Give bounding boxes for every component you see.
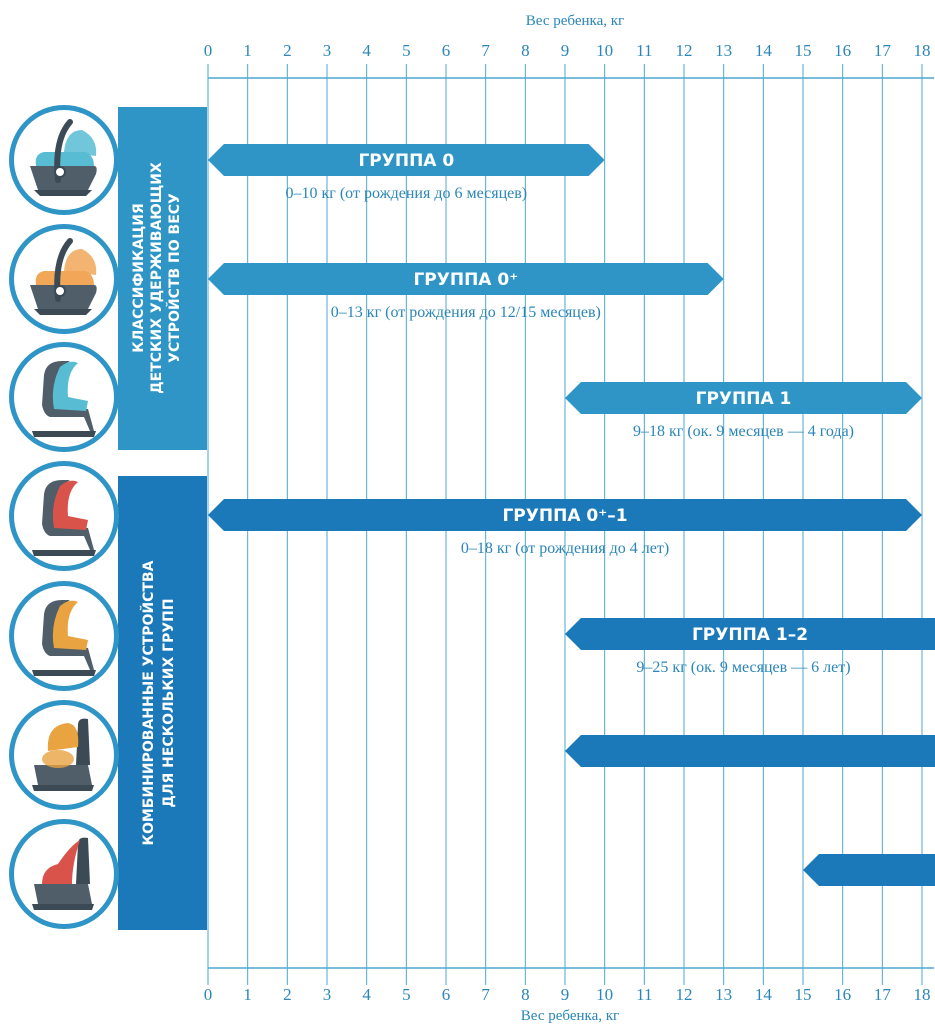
bottom-tick-label: 9 — [561, 985, 570, 1004]
seat-teal-icon — [9, 342, 119, 452]
bottom-tick-label: 11 — [636, 985, 652, 1004]
group-title: ГРУППА 0 — [358, 151, 454, 171]
bottom-tick-label: 1 — [243, 985, 252, 1004]
top-axis-label: Вес ребенка, кг — [526, 13, 624, 29]
group-bar-g12 — [565, 618, 935, 650]
bottom-tick-label: 7 — [481, 985, 490, 1004]
top-tick-label: 3 — [323, 41, 332, 60]
section-label-classification: КЛАССИФИКАЦИЯ ДЕТСКИХ УДЕРЖИВАЮЩИХ УСТРО… — [131, 162, 183, 394]
bottom-axis-label: Вес ребенка, кг — [521, 1008, 619, 1024]
bottom-tick-label: 8 — [521, 985, 530, 1004]
top-tick-label: 6 — [442, 41, 451, 60]
top-tick-label: 15 — [795, 41, 812, 60]
bottom-tick-label: 13 — [715, 985, 732, 1004]
group-range-text: 9–25 кг (ок. 9 месяцев — 6 лет) — [636, 659, 850, 676]
top-tick-label: 13 — [715, 41, 732, 60]
seat-orange-icon — [9, 581, 119, 691]
top-tick-label: 14 — [755, 41, 773, 60]
group-bar-g0 — [208, 144, 605, 176]
group-title: ГРУППА 1–2 — [692, 625, 808, 645]
group-range-text: 9–18 кг (ок. 9 месяцев — 4 года) — [633, 423, 854, 440]
top-tick-label: 12 — [676, 41, 693, 60]
group-title: ГРУППА 1 — [696, 389, 792, 409]
bottom-tick-label: 17 — [874, 985, 892, 1004]
top-tick-label: 2 — [283, 41, 292, 60]
bottom-tick-label: 14 — [755, 985, 773, 1004]
bottom-tick-label: 12 — [676, 985, 693, 1004]
group-title: ГРУППА 0⁺ — [413, 270, 518, 290]
top-tick-label: 5 — [402, 41, 411, 60]
group-range-text: 0–10 кг (от рождения до 6 месяцев) — [286, 185, 528, 202]
top-tick-label: 1 — [243, 41, 252, 60]
group-bar-g123 — [565, 735, 935, 767]
top-tick-label: 4 — [362, 41, 371, 60]
top-tick-label: 16 — [834, 41, 851, 60]
top-tick-label: 7 — [481, 41, 490, 60]
bottom-tick-label: 2 — [283, 985, 292, 1004]
bottom-tick-label: 5 — [402, 985, 411, 1004]
section-label-combined: КОМБИНИРОВАННЫЕ УСТРОЙСТВА ДЛЯ НЕСКОЛЬКИ… — [140, 560, 177, 845]
section-panel-combined — [118, 476, 207, 930]
top-tick-label: 17 — [874, 41, 892, 60]
booster-red-icon — [9, 819, 119, 929]
bottom-tick-label: 18 — [914, 985, 931, 1004]
infant-carrier-orange-icon — [9, 224, 119, 334]
section-label-line: КЛАССИФИКАЦИЯ — [131, 203, 147, 353]
bottom-tick-label: 15 — [795, 985, 812, 1004]
bottom-tick-label: 4 — [362, 985, 371, 1004]
bottom-tick-label: 16 — [834, 985, 851, 1004]
section-label-line: УСТРОЙСТВ ПО ВЕСУ — [166, 193, 183, 363]
top-tick-label: 10 — [596, 41, 613, 60]
bottom-tick-label: 10 — [596, 985, 613, 1004]
section-panel-classification — [118, 107, 207, 450]
group-bar-g0plus1 — [208, 499, 922, 531]
group-bar-g0plus — [208, 263, 724, 295]
top-tick-label: 11 — [636, 41, 652, 60]
seat-icons — [9, 105, 119, 929]
booster-orange-icon — [9, 700, 119, 810]
top-tick-label: 8 — [521, 41, 530, 60]
group-bar-g1 — [565, 382, 922, 414]
seat-red-icon — [9, 461, 119, 571]
bottom-tick-label: 0 — [204, 985, 213, 1004]
top-tick-label: 9 — [561, 41, 570, 60]
group-range-text: 0–13 кг (от рождения до 12/15 месяцев) — [331, 304, 601, 321]
bottom-tick-label: 3 — [323, 985, 332, 1004]
group-title: ГРУППА 0⁺–1 — [502, 506, 627, 526]
section-label-line: ДЛЯ НЕСКОЛЬКИХ ГРУПП — [161, 598, 177, 807]
infant-carrier-teal-icon — [9, 105, 119, 215]
group-range-text: 0–18 кг (от рождения до 4 лет) — [461, 540, 669, 557]
bottom-tick-label: 6 — [442, 985, 451, 1004]
top-tick-label: 18 — [914, 41, 931, 60]
group-bars: ГРУППА 0 0–10 кг (от рождения до 6 месяце… — [208, 144, 935, 886]
group-bar-g23 — [803, 854, 935, 886]
section-label-line: ДЕТСКИХ УДЕРЖИВАЮЩИХ — [149, 162, 165, 394]
section-label-line: КОМБИНИРОВАННЫЕ УСТРОЙСТВА — [140, 560, 157, 845]
top-tick-label: 0 — [204, 41, 213, 60]
